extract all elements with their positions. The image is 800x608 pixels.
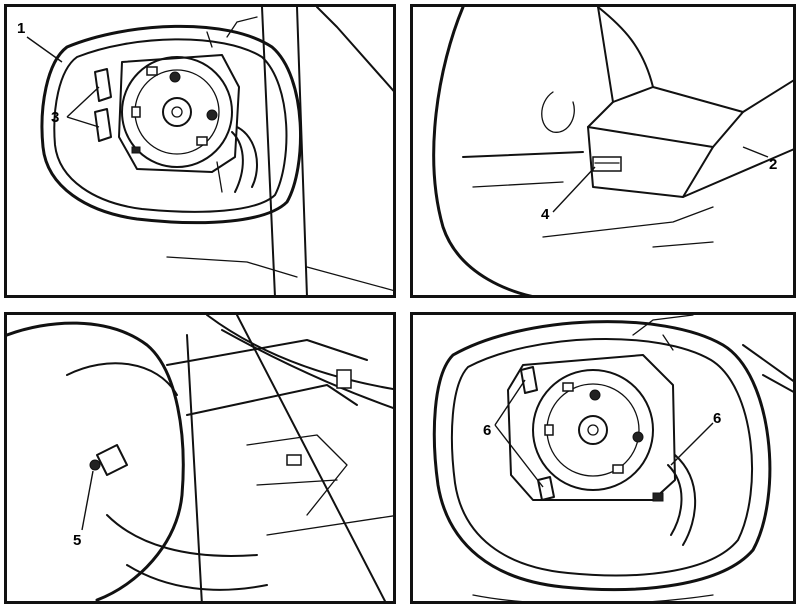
mirror-housing-outline bbox=[40, 24, 303, 225]
mirror-housing-drawing bbox=[26, 7, 393, 295]
motor-clips-drawing bbox=[432, 315, 793, 601]
callout-6-right: 6 bbox=[713, 410, 722, 427]
panel-mirror-glass-removed: 1 3 bbox=[4, 4, 396, 298]
panel-housing-fastener: 5 bbox=[4, 312, 396, 604]
callout-4: 4 bbox=[541, 206, 550, 223]
callout-2: 2 bbox=[769, 156, 778, 173]
callout-5: 5 bbox=[73, 532, 82, 549]
housing-cover-drawing bbox=[432, 7, 793, 295]
fastener-drawing bbox=[7, 315, 393, 601]
panel-housing-cover-detail: 2 4 bbox=[410, 4, 796, 298]
callout-3: 3 bbox=[51, 109, 60, 126]
callout-6-left: 6 bbox=[483, 422, 492, 439]
panel-motor-clips: 6 6 bbox=[410, 312, 796, 604]
callout-1: 1 bbox=[17, 20, 26, 37]
